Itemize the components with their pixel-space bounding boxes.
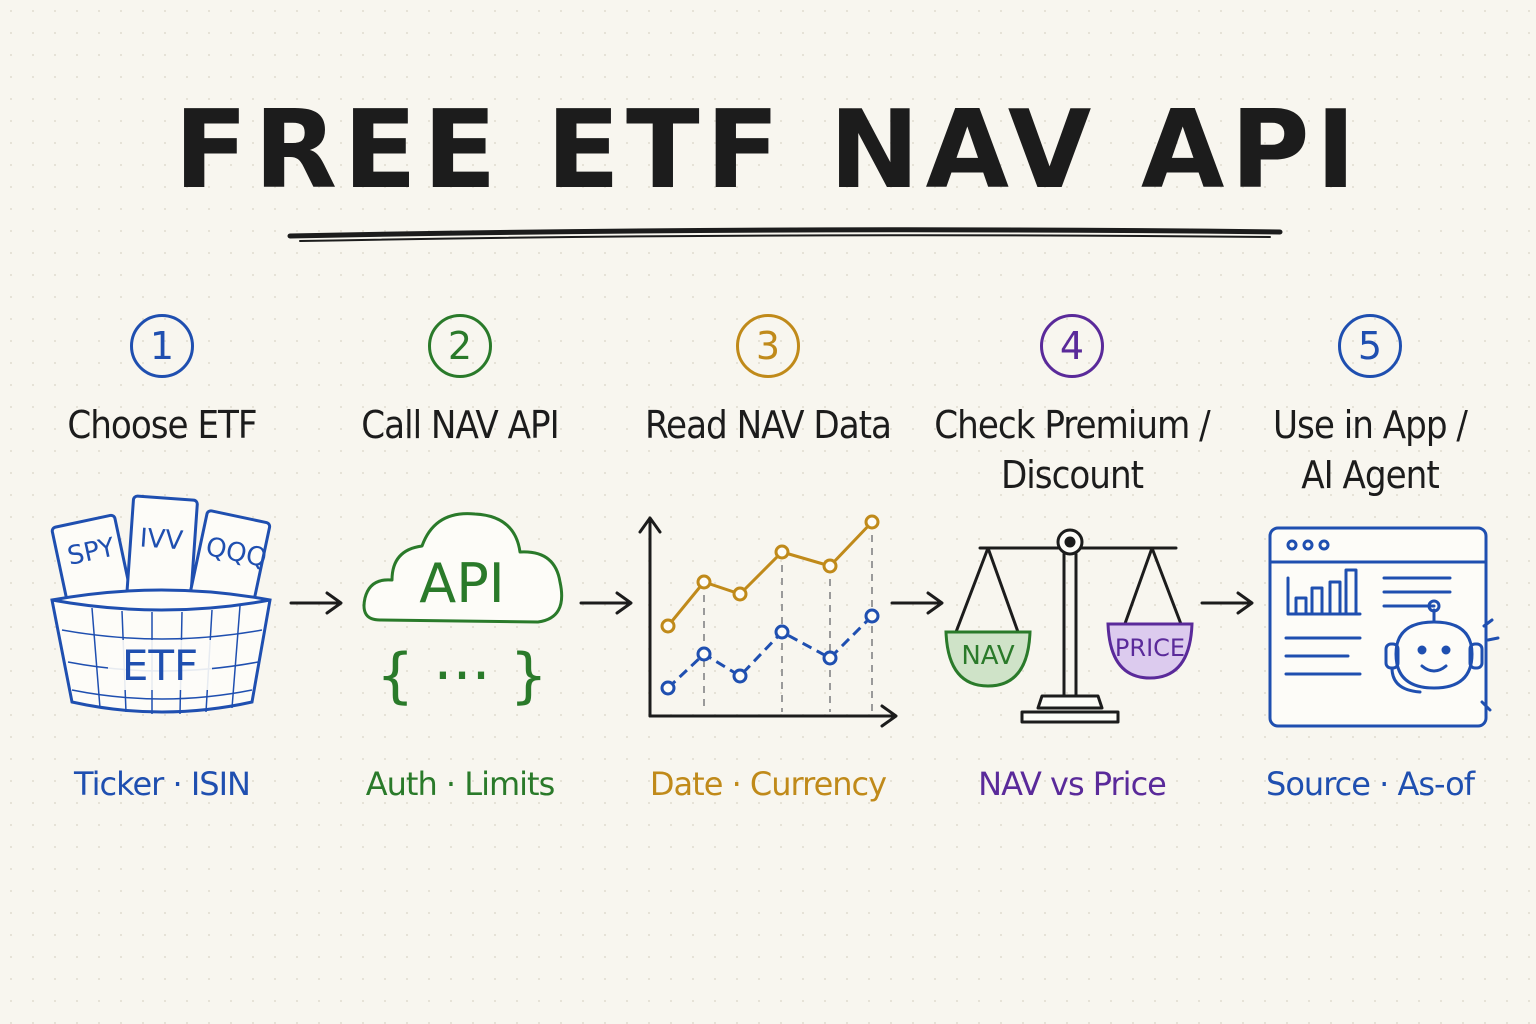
step-heading-4-line2: Discount [1000,453,1144,497]
step-heading-5-line2: AI Agent [1301,453,1440,497]
step-heading-5: Use in App / AI Agent [1220,400,1520,500]
api-cloud-icon: API { ··· } [362,512,564,711]
step-number-4: 4 [1040,314,1104,378]
step-1: 1 Choose ETF SPY IVV QQQ ETF Ticker · IS… [12,310,312,830]
step-caption-2: Auth · Limits [365,765,556,803]
step-heading-1: Choose ETF [67,403,257,447]
app-window-robot-icon [1268,526,1500,728]
step-number-2: 2 [428,314,492,378]
step-3: 3 Read NAV Data Date · Currency [618,310,918,830]
balance-scale-icon: NAV PRICE [944,528,1194,724]
etf-basket-icon: SPY IVV QQQ ETF [50,494,272,715]
cloud-label: API [419,552,504,615]
title-underline [287,227,1283,242]
etf-card-ivv: IVV [139,523,184,556]
price-pan-label: PRICE [1115,634,1185,662]
step-5: 5 Use in App / AI Agent Sour [1220,310,1520,830]
arrow-icon [1200,591,1254,615]
basket-label: ETF [122,641,198,690]
step-number-1: 1 [130,314,194,378]
step-heading-5-line1: Use in App / [1273,403,1468,447]
step-caption-4: NAV vs Price [978,765,1167,803]
step-heading-3: Read NAV Data [645,403,892,447]
step-heading-2: Call NAV API [361,403,560,447]
line-chart-icon [638,514,898,728]
step-number-5: 5 [1338,314,1402,378]
page-title: FREE ETF NAV API [174,88,1362,213]
step-caption-1: Ticker · ISIN [74,765,251,803]
step-caption-3: Date · Currency [649,765,887,803]
step-heading-4: Check Premium / Discount [922,400,1222,500]
arrow-icon [579,591,633,615]
step-number-3: 3 [736,314,800,378]
step-heading-4-line1: Check Premium / [934,403,1210,447]
arrow-icon [890,591,944,615]
step-4: 4 Check Premium / Discount NAV PRICE NAV… [922,310,1222,830]
step-caption-5: Source · As-of [1266,765,1475,803]
arrow-icon [289,591,343,615]
braces-label: { ··· } [376,641,548,711]
nav-pan-label: NAV [961,641,1015,671]
step-2: 2 Call NAV API API { ··· } Auth · Limits [310,310,610,830]
